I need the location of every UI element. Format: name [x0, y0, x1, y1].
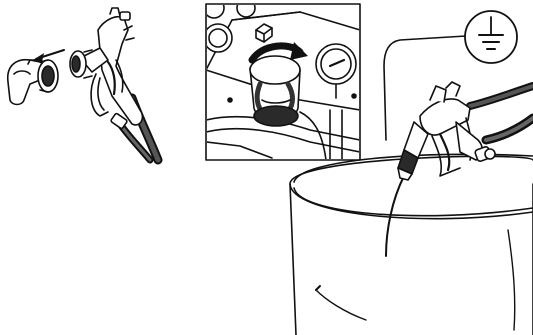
panel-remove-tip-guard — [8, 8, 158, 160]
ground-symbol-icon — [465, 11, 517, 63]
prime-valve-knob — [250, 56, 300, 126]
metal-pail — [290, 154, 533, 335]
gun-hose-right — [470, 86, 533, 140]
panel-turn-prime-valve — [204, 0, 360, 160]
tip-guard — [8, 60, 58, 105]
spray-gun-left — [70, 8, 142, 129]
